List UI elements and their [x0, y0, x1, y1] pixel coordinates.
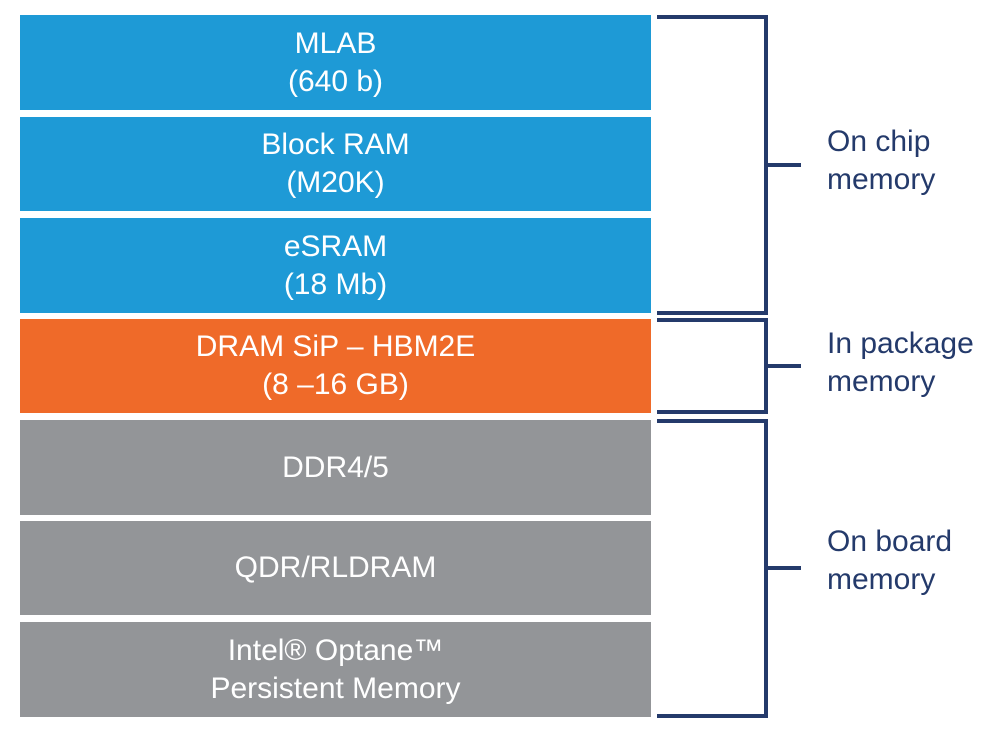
label-in-package-memory: In package memory [827, 325, 974, 401]
label-on-chip-memory: On chip memory [827, 123, 935, 199]
group-label-line1: On chip [827, 125, 931, 158]
block-ddr: DDR4/5 [20, 420, 651, 515]
group-label-line2: memory [827, 563, 936, 596]
group-label-line2: memory [827, 365, 936, 398]
block-detail: (640 b) [287, 64, 384, 98]
block-title: QDR/RLDRAM [234, 551, 437, 584]
block-detail: (M20K) [286, 166, 385, 199]
block-detail: (8 –16 GB) [262, 368, 409, 401]
group-label-line1: In package [827, 327, 974, 360]
block-title: eSRAM [283, 229, 388, 263]
block-optane: Intel® Optane™ Persistent Memory [20, 622, 651, 717]
block-detail: (18 Mb) [283, 267, 388, 301]
block-esram: eSRAM (18 Mb) [20, 218, 651, 313]
bracket-on-chip [657, 15, 801, 315]
block-title: DRAM SiP – HBM2E [195, 330, 476, 363]
group-label-line2: memory [827, 163, 936, 196]
block-mlab: MLAB (640 b) [20, 15, 651, 110]
block-block-ram: Block RAM (M20K) [20, 117, 651, 211]
bracket-on-board [657, 419, 801, 718]
block-qdr-rldram: QDR/RLDRAM [20, 521, 651, 615]
block-detail: Persistent Memory [210, 671, 461, 705]
block-title: Intel® Optane™ [227, 633, 444, 667]
label-on-board-memory: On board memory [827, 523, 952, 599]
block-title: DDR4/5 [282, 450, 389, 484]
group-label-line1: On board [827, 525, 953, 558]
block-dram-sip-hbm2e: DRAM SiP – HBM2E (8 –16 GB) [20, 319, 651, 413]
bracket-in-package [657, 318, 801, 414]
block-title: Block RAM [261, 128, 410, 161]
block-title: MLAB [294, 26, 377, 60]
